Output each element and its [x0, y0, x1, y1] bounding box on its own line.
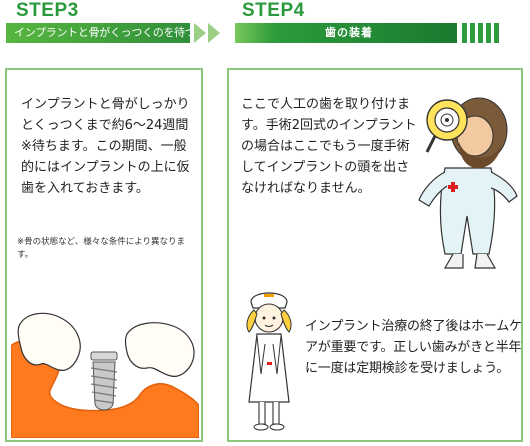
- step3-banner: インプラントと骨がくっつくのを待つ: [6, 23, 196, 43]
- arrow-right-icon: [208, 23, 220, 43]
- step4-title: STEP4: [242, 0, 305, 21]
- arrow-right-icon: [194, 23, 206, 43]
- step3-body: インプラントと骨がしっかりとくっつくまで約6〜24週間※待ちます。この期間、一般…: [21, 97, 190, 196]
- step4-body: ここで人工の歯を取り付けます。手術2回式のインプラントの場合はここでもう一度手術…: [241, 97, 417, 196]
- step3-title: STEP3: [16, 0, 79, 21]
- step4-banner: 歯の装着: [235, 23, 457, 43]
- step3-note: ※骨の状態など、様々な条件により異なります。: [17, 237, 186, 260]
- step3-panel: インプラントと骨がしっかりとくっつくまで約6〜24週間※待ちます。この期間、一般…: [5, 68, 203, 442]
- implant-illustration: [11, 312, 199, 438]
- decorative-bars: [462, 23, 499, 43]
- step4-panel: ここで人工の歯を取り付けます。手術2回式のインプラントの場合はここでもう一度手術…: [227, 68, 523, 442]
- nurse-illustration: [246, 292, 292, 431]
- step4-body2: インプラント治療の終了後はホームケアが重要です。正しい歯みがきと半年に一度は定期…: [305, 319, 522, 376]
- dentist-illustration: [418, 97, 518, 269]
